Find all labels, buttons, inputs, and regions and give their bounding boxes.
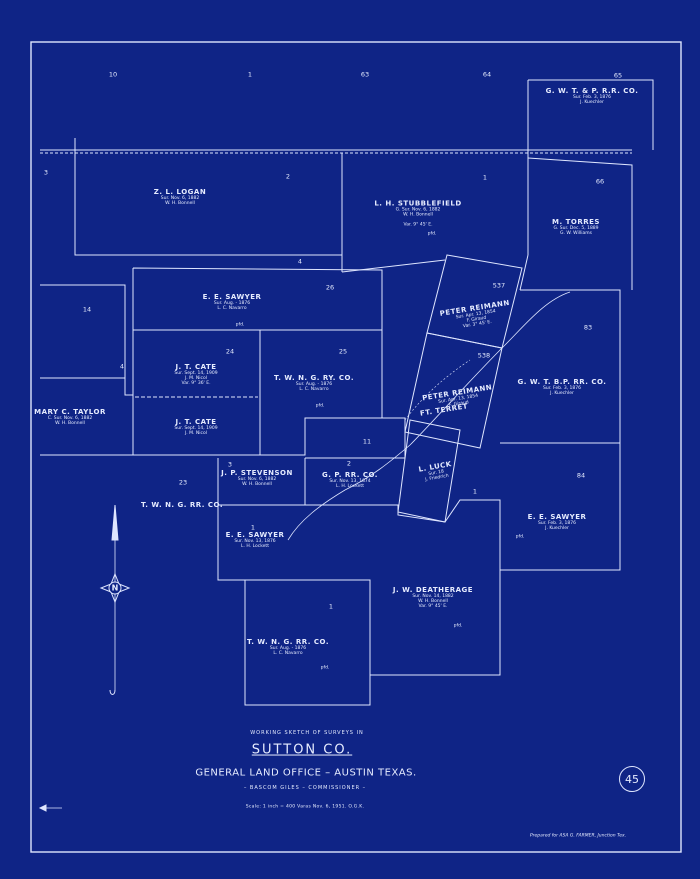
margin-arrow-head [38, 804, 47, 812]
grid-number: 25 [338, 347, 348, 356]
boundary-tw-25 [259, 330, 383, 456]
compass-north-letter: N [111, 583, 119, 593]
compass-arrow-head [111, 504, 119, 541]
boundary-11 [305, 417, 406, 459]
grid-number: 4 [297, 257, 303, 266]
boundary-twng-1 [244, 579, 371, 706]
map-number: 45 [625, 772, 639, 786]
pfd-mark: pfd. [427, 231, 437, 237]
pfd-mark: pfd. [235, 322, 245, 328]
grid-number: 23 [178, 478, 188, 487]
pfd-mark: pfd. [515, 534, 525, 540]
title-scale: Scale: 1 inch = 400 Varas Nov. 6, 1951. … [245, 804, 365, 810]
title-office: GENERAL LAND OFFICE – AUSTIN TEXAS. [195, 767, 417, 779]
pfd-mark: pfd. [453, 623, 463, 629]
grid-number: 65 [613, 71, 623, 80]
grid-number: 83 [583, 323, 593, 332]
grid-number: 11 [362, 437, 372, 446]
boundary-gp-rr [304, 458, 398, 506]
grid-number: 1 [328, 602, 334, 611]
grid-number: 84 [576, 471, 586, 480]
compass-star [99, 572, 131, 604]
title-commissioner: – BASCOM GILES – COMMISSIONER – [243, 785, 367, 792]
map-border [30, 41, 682, 853]
boundary-14 [40, 284, 133, 396]
grid-number: 24 [225, 347, 235, 356]
grid-number: 1 [250, 523, 256, 532]
boundary-83-84 [500, 289, 621, 571]
grid-number: 26 [325, 283, 335, 292]
boundary-reimann-538 [404, 332, 503, 449]
grid-number: 2 [346, 459, 352, 468]
grid-number: 538 [477, 351, 491, 360]
boundary-65 [528, 79, 654, 150]
pfd-mark: pfd. [315, 403, 325, 409]
pfd-mark: pfd. [320, 665, 330, 671]
grid-number: 3 [43, 168, 49, 177]
prepared-for: Prepared for ASA G. FARMER, Junction Tex… [529, 833, 627, 839]
grid-number: 10 [108, 70, 118, 79]
boundary-cate [132, 330, 261, 456]
map-number-stamp: 45 [619, 766, 645, 792]
tract-label: T. W. N. G. RR. CO. [141, 500, 223, 509]
grid-number: 3 [227, 460, 233, 469]
grid-number: 4 [119, 362, 125, 371]
road-dashed [404, 359, 471, 421]
grid-number: 537 [492, 281, 506, 290]
boundary-logan [74, 138, 342, 256]
grid-number: 63 [360, 70, 370, 79]
compass-tail [109, 689, 116, 695]
grid-number: 1 [472, 487, 478, 496]
boundary-deatherage [369, 499, 501, 676]
title-working-sketch: WORKING SKETCH OF SURVEYS IN [250, 730, 364, 737]
grid-number: 66 [595, 177, 605, 186]
creek-line [287, 291, 571, 541]
boundary-66-south [519, 254, 529, 291]
grid-number: 1 [482, 173, 488, 182]
grid-number: 1 [247, 70, 253, 79]
boundary-66 [527, 157, 633, 290]
title-county: SUTTON CO. [251, 742, 353, 758]
grid-number: 64 [482, 70, 492, 79]
grid-number: 2 [285, 172, 291, 181]
grid-number: 14 [82, 305, 92, 314]
